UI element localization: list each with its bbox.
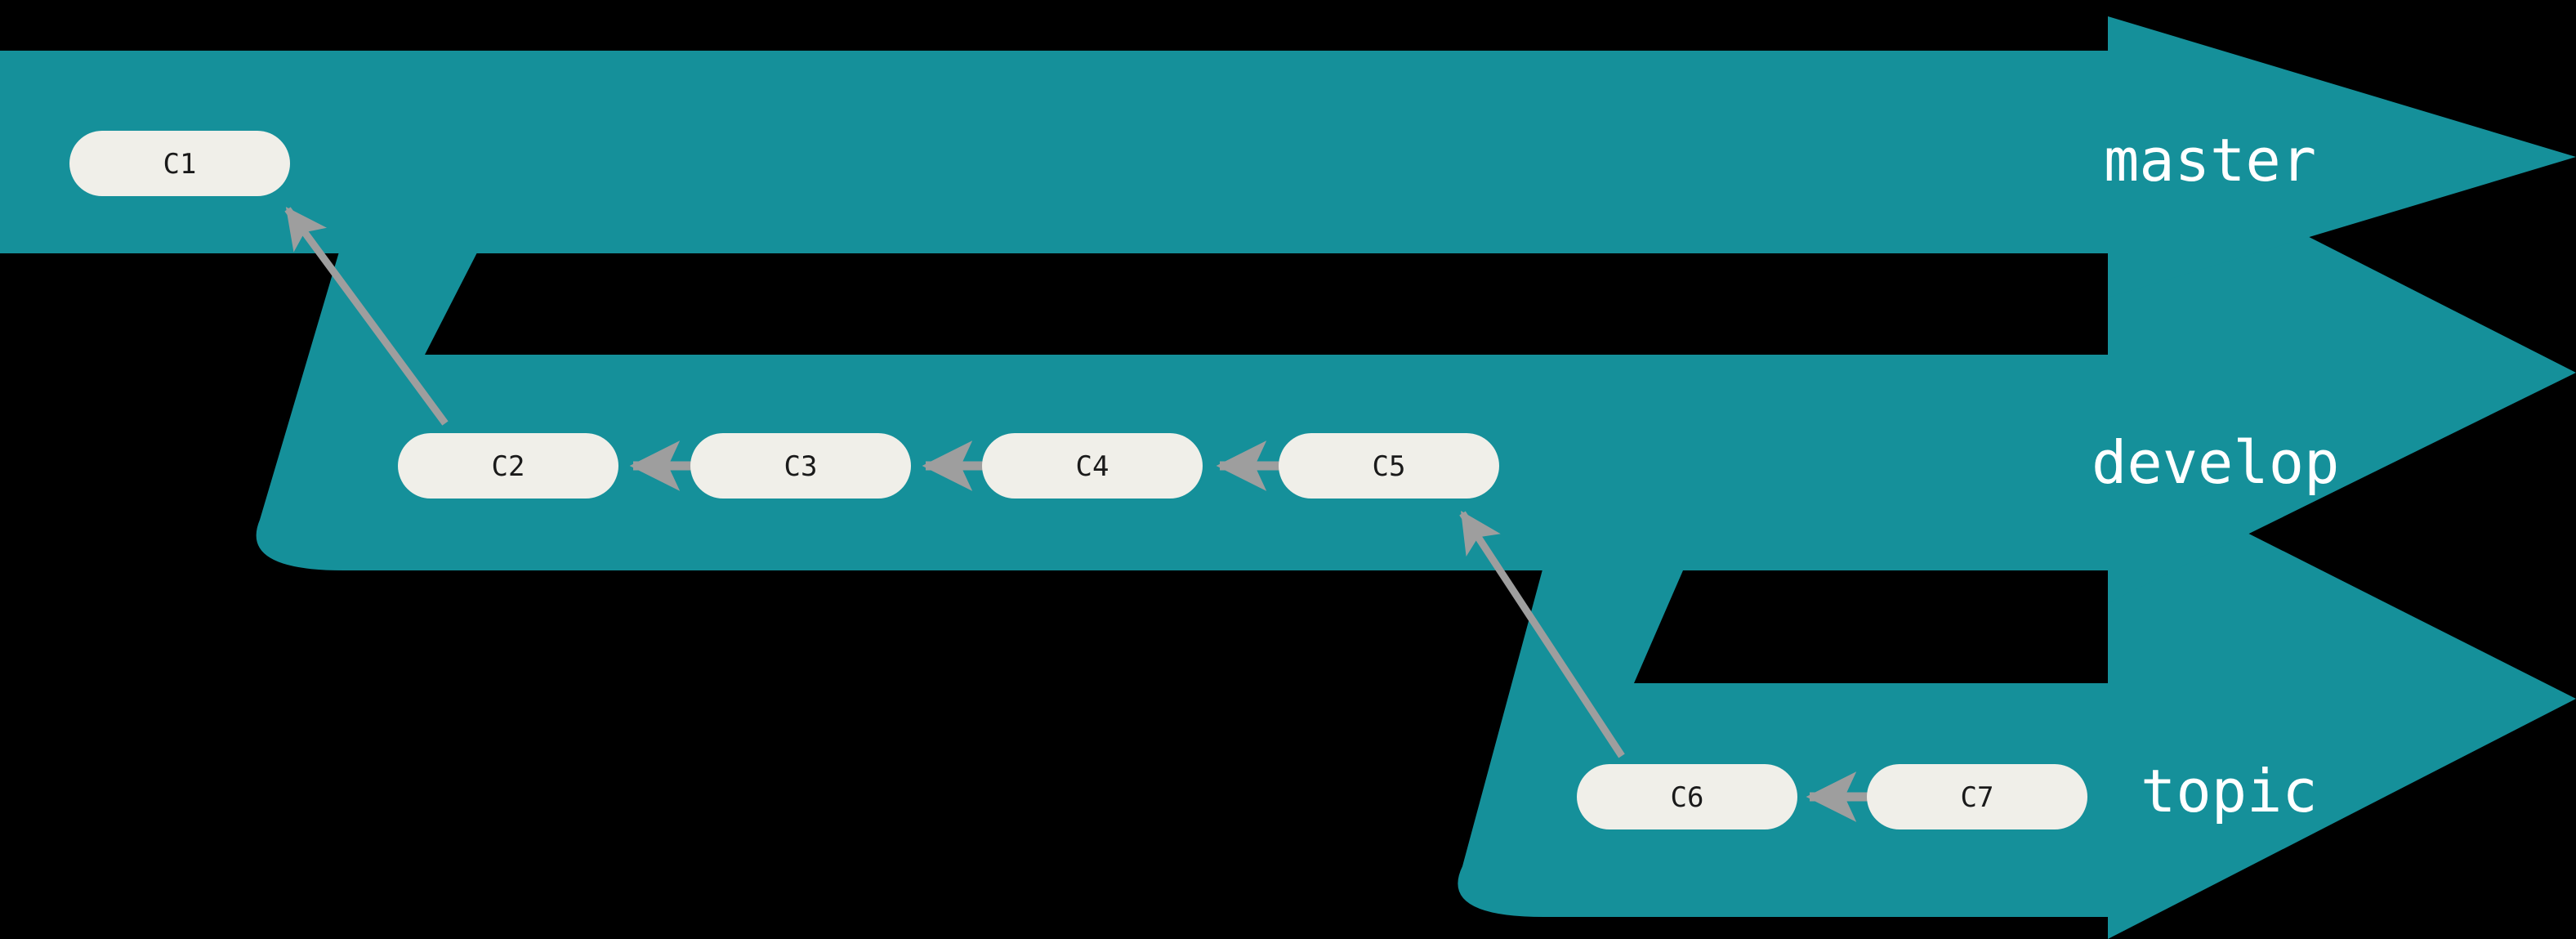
commit-node-c5[interactable]: C5 — [1279, 433, 1499, 499]
commit-node-label: C6 — [1671, 781, 1704, 814]
commit-node-shape — [69, 131, 290, 196]
commit-node-c6[interactable]: C6 — [1577, 764, 1797, 829]
commit-node-shape — [1279, 433, 1499, 499]
commit-node-shape — [398, 433, 618, 499]
edge-c2-to-c1 — [284, 207, 449, 426]
commit-node-label: C5 — [1373, 450, 1406, 483]
commit-node-label: C4 — [1076, 450, 1109, 483]
commit-node-shape — [1577, 764, 1797, 829]
branch-labels: master develop topic — [2092, 126, 2339, 825]
edge-c6-to-c5 — [1459, 510, 1625, 758]
commit-node-label: C1 — [163, 148, 197, 181]
commit-nodes: C1 C2 C3 C4 C5 C6 C7 — [69, 131, 2087, 829]
commit-node-shape — [982, 433, 1203, 499]
branch-label-topic[interactable]: topic — [2141, 757, 2318, 825]
commit-node-c7[interactable]: C7 — [1867, 764, 2087, 829]
branch-label-master[interactable]: master — [2104, 126, 2316, 195]
commit-node-c3[interactable]: C3 — [690, 433, 911, 499]
commit-node-c4[interactable]: C4 — [982, 433, 1203, 499]
commit-node-label: C7 — [1961, 781, 1994, 814]
commit-node-label: C3 — [784, 450, 818, 483]
branch-band-master[interactable] — [0, 16, 2576, 297]
master-band-shape — [0, 16, 2576, 297]
commit-node-shape — [690, 433, 911, 499]
commit-node-shape — [1867, 764, 2087, 829]
branch-label-develop[interactable]: develop — [2092, 428, 2339, 497]
commit-node-c2[interactable]: C2 — [398, 433, 618, 499]
commit-node-c1[interactable]: C1 — [69, 131, 290, 196]
commit-node-label: C2 — [492, 450, 525, 483]
